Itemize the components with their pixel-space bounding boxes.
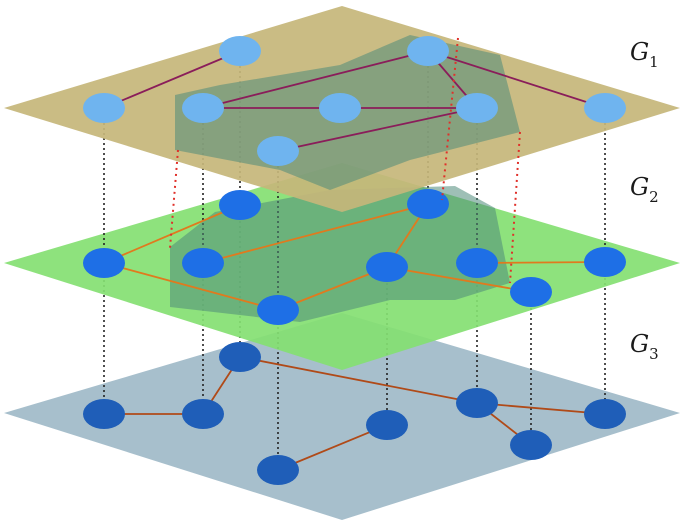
node [182,248,224,278]
community-hull [170,186,510,322]
layer-labels: G1 G2 G3 [630,38,659,363]
layer-g3 [4,313,680,520]
node [456,248,498,278]
node [219,190,261,220]
dependency-links-red [169,37,521,284]
g2-hull [170,186,510,322]
edge [202,50,429,109]
label-g3: G3 [630,330,659,363]
node [456,93,498,123]
edge [202,203,429,264]
node [366,252,408,282]
label-g1: G1 [630,38,659,71]
node [83,93,125,123]
edge [239,356,478,404]
node [83,248,125,278]
node [366,410,408,440]
layer-g3-nodes [83,342,626,485]
layer-g2-nodes [83,189,626,325]
node [584,247,626,277]
node [83,399,125,429]
node [182,93,224,123]
layer-g1-nodes [83,36,626,166]
edge [476,261,606,264]
label-g2: G2 [630,173,659,206]
edge [277,107,478,152]
node [407,189,449,219]
node [319,93,361,123]
edge [103,50,241,109]
node [257,136,299,166]
edge [427,50,606,109]
node [510,430,552,460]
node [584,399,626,429]
dependency-link [169,149,179,249]
edge [386,266,532,293]
node [257,295,299,325]
node [510,277,552,307]
edge [103,262,279,311]
node [219,342,261,372]
node [584,93,626,123]
layer-g3-plane [4,313,680,520]
edge [476,402,606,415]
node [456,388,498,418]
node [182,399,224,429]
dependency-link [509,131,521,284]
node [257,455,299,485]
node [407,36,449,66]
node [219,36,261,66]
